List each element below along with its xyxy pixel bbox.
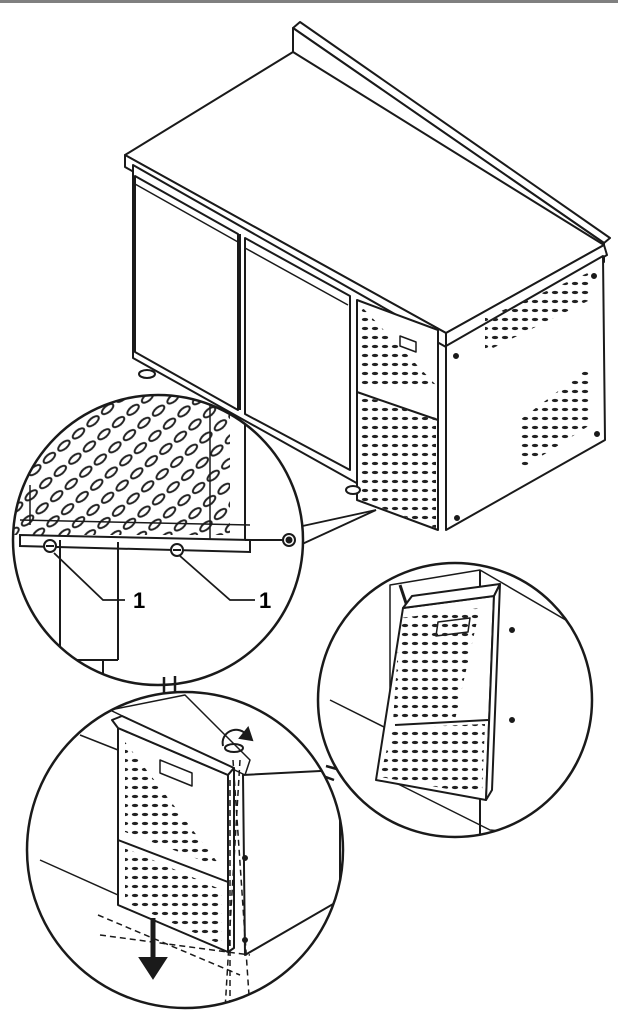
foot xyxy=(138,369,156,379)
down-arrow-icon xyxy=(138,918,168,980)
screw xyxy=(170,543,184,557)
detail-leader-line xyxy=(299,509,377,546)
door-right xyxy=(244,237,351,471)
rotate-pull-circle xyxy=(25,690,345,1010)
callout-label-1: 1 xyxy=(259,588,271,613)
top-frame-line xyxy=(0,0,618,3)
body-side-panel xyxy=(242,769,341,956)
callout-label-1: 1 xyxy=(133,588,145,613)
panel-removed-circle xyxy=(316,561,594,839)
rotate-arrow-icon xyxy=(221,725,254,753)
door-left xyxy=(134,175,239,411)
screw-detail-circle: 1 1 xyxy=(11,393,305,687)
screw xyxy=(43,539,57,553)
detail-leader-line xyxy=(297,509,377,528)
foot xyxy=(345,485,361,495)
compressor-grille xyxy=(360,305,436,528)
